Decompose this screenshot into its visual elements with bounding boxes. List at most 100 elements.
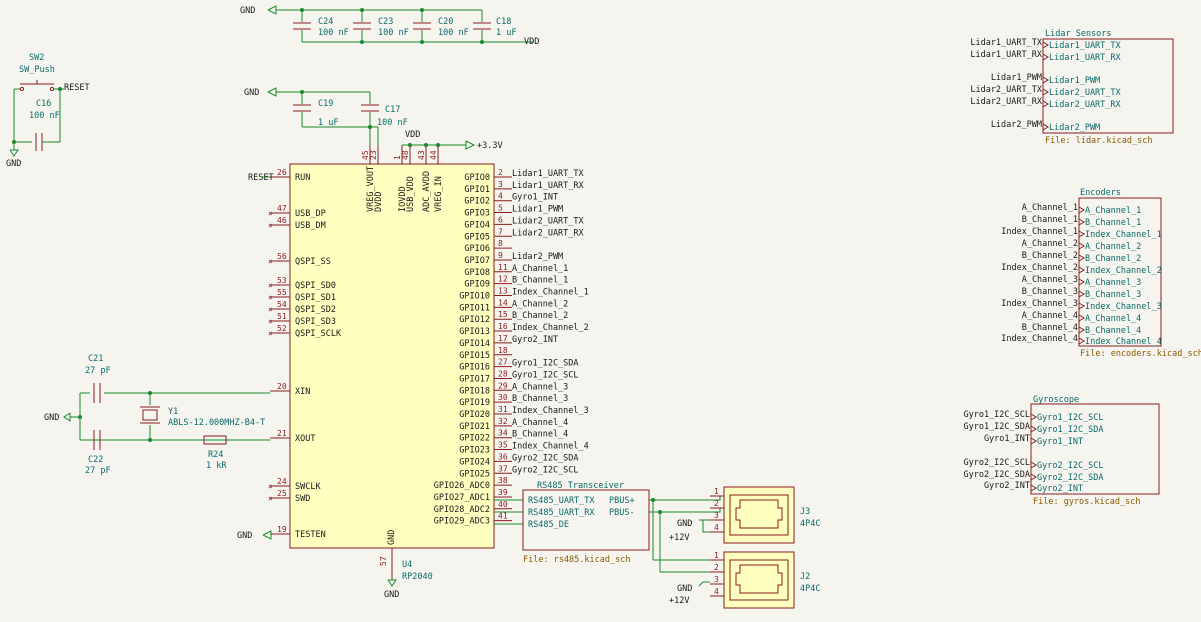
pin-name: GPIO29_ADC3 (434, 517, 490, 527)
sheet-pin-name: Lidar1_PWM (1049, 76, 1100, 86)
sheet-title: RS485 Transceiver (537, 481, 624, 491)
net-label: Index_Channel_1 (1001, 227, 1078, 237)
jack-value: 4P4C (800, 519, 820, 529)
cap-ref: C20 (438, 17, 453, 27)
pin-number: 18 (498, 346, 508, 355)
reset-switch-block: SW2 SW_Push RESET C16 100 nF GND (6, 53, 90, 169)
sheet-pin: PBUS+ (609, 496, 635, 506)
gyro-sheet: Gyroscope File: gyros.kicad_sch Gyro1_I2… (963, 395, 1160, 507)
gnd-label: GND (240, 6, 255, 16)
pin-name: GPIO4 (464, 220, 490, 230)
pin-name: VREG_IN (434, 176, 444, 212)
pin-name: GPIO10 (459, 292, 490, 302)
sheet-pin-name: B_Channel_2 (1085, 254, 1141, 264)
net-label: Gyro2_I2C_SCL (963, 458, 1030, 468)
pin-number: 2 (714, 563, 719, 572)
sheet-pin-name: Lidar2_PWM (1049, 123, 1100, 133)
pin-number: 4 (498, 192, 503, 201)
pin-number: 44 (429, 150, 438, 160)
jack-ref: J3 (800, 507, 810, 517)
sheet-pin-name: Lidar1_UART_RX (1049, 53, 1122, 63)
pin-number: 47 (277, 204, 287, 213)
rp2040-chip: U4 RP2040 26RUNRESET47USB_DP×46USB_DM×56… (226, 146, 589, 600)
pin-name: GPIO11 (459, 303, 490, 313)
jack-j3: 1 2 3 4 J3 4P4C GND +12V (669, 486, 820, 544)
pin-name: GPIO19 (459, 398, 490, 408)
pin-name: GPIO15 (459, 351, 490, 361)
pin-name: RUN (295, 173, 310, 183)
net-label: Lidar2_UART_TX (512, 216, 585, 226)
no-connect-icon: × (268, 305, 273, 314)
c16-ref: C16 (36, 99, 51, 109)
pin-name: GPIO3 (464, 209, 490, 219)
sheet-file: File: encoders.kicad_sch (1080, 349, 1201, 359)
net-label: Lidar1_UART_RX (970, 50, 1043, 60)
sheet-file: File: lidar.kicad_sch (1045, 136, 1152, 146)
crystal-block: GND C21 27 pF C22 27 pF Y1 ABLS-12.000MH… (44, 354, 270, 476)
cap-ref: C18 (496, 17, 511, 27)
sheet-pin-name: Lidar2_UART_TX (1049, 88, 1122, 98)
cap-value: 1 uF (496, 28, 516, 38)
sheet-pin: RS485_DE (528, 520, 569, 530)
no-connect-icon: × (268, 482, 273, 491)
sheet-pin: Lidar1_UART_RX Lidar1_UART_RX (970, 50, 1121, 63)
vdd-label: VDD (405, 130, 420, 140)
pin-number: 41 (498, 512, 508, 521)
pin-name: GPIO7 (464, 256, 490, 266)
v33-label: +3.3V (477, 141, 503, 151)
pin-number: 34 (498, 429, 508, 438)
pin-name: USB_VDD (406, 176, 416, 212)
pin-number: 23 (369, 150, 378, 160)
net-label: B_Channel_4 (1022, 323, 1078, 333)
net-label: B_Channel_2 (1022, 251, 1078, 261)
pin-name: GPIO22 (459, 434, 490, 444)
net-label: Lidar1_UART_TX (970, 38, 1043, 48)
sheet-pin: B_Channel_1B_Channel_1 (1022, 215, 1142, 228)
pin-number: 1 (714, 551, 719, 560)
net-label: Index_Channel_2 (512, 323, 589, 333)
sheet-pins: Gyro1_I2C_SCLGyro1_I2C_SCLGyro1_I2C_SDAG… (963, 410, 1103, 494)
pin-name: GPIO21 (459, 422, 490, 432)
pin-number: 32 (498, 417, 508, 426)
pin-number: 46 (277, 216, 287, 225)
pin-number: 16 (498, 322, 508, 331)
no-connect-icon: × (268, 221, 273, 230)
net-label: Gyro1_INT (984, 434, 1030, 444)
gnd-label: GND (384, 590, 399, 600)
sheet-pin-name: Gyro1_INT (1037, 437, 1083, 447)
pin-number: 3 (498, 180, 503, 189)
net-label: A_Channel_2 (512, 299, 568, 309)
pin-number: 12 (498, 275, 508, 284)
no-connect-icon: × (268, 209, 273, 218)
pin-number: 8 (498, 239, 503, 248)
cap-c23: C23 100 nF (353, 8, 409, 44)
sheet-pin-name: Index_Channel_4 (1085, 337, 1162, 347)
